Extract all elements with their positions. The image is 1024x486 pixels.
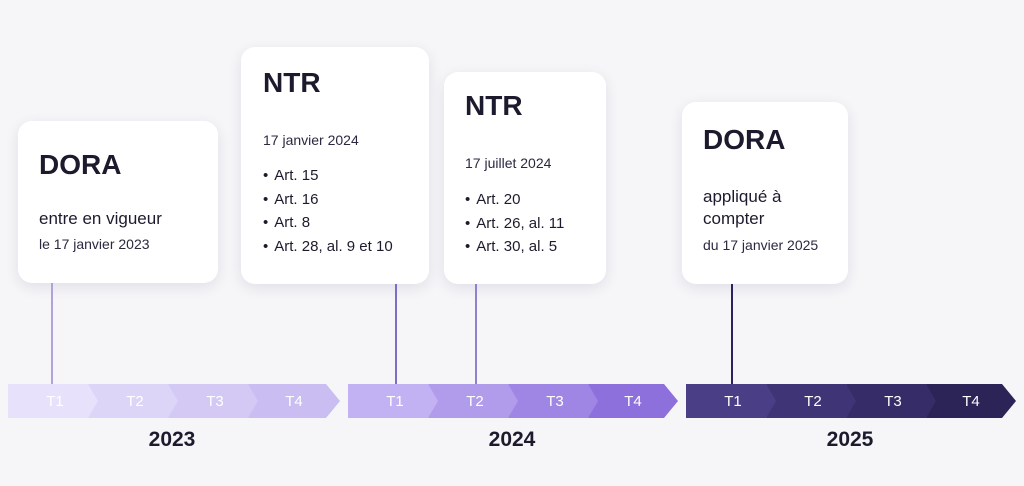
card-date: du 17 janvier 2025 <box>703 237 819 253</box>
card-date: le 17 janvier 2023 <box>39 236 150 252</box>
quarter-2024-t1: T1 <box>348 384 442 418</box>
card-text-line: appliqué à <box>703 187 782 206</box>
article-list: Art. 20 Art. 26, al. 11 Art. 30, al. 5 <box>465 188 564 259</box>
connector-line <box>475 284 477 384</box>
list-item: Art. 16 <box>263 188 393 212</box>
quarter-2025-t3: T3 <box>846 384 940 418</box>
event-card-ntr-jan-2024: NTR 17 janvier 2024 Art. 15 Art. 16 Art.… <box>241 47 429 284</box>
card-title: DORA <box>703 124 786 155</box>
event-card-dora-2023: DORA entre en vigueur le 17 janvier 2023 <box>18 121 218 283</box>
article-list: Art. 15 Art. 16 Art. 8 Art. 28, al. 9 et… <box>263 164 393 259</box>
list-item: Art. 26, al. 11 <box>465 212 564 236</box>
quarter-2023-t3: T3 <box>168 384 262 418</box>
event-card-dora-2025: DORA appliqué à compter du 17 janvier 20… <box>682 102 848 284</box>
card-date: 17 juillet 2024 <box>465 155 552 171</box>
quarter-2024-t2: T2 <box>428 384 522 418</box>
quarter-2023-t2: T2 <box>88 384 182 418</box>
quarter-2024-t4: T4 <box>588 384 678 418</box>
quarter-2025-t2: T2 <box>766 384 860 418</box>
year-label-2025: 2025 <box>826 428 874 451</box>
year-label-2024: 2024 <box>488 428 536 451</box>
list-item: Art. 30, al. 5 <box>465 235 564 259</box>
card-date: 17 janvier 2024 <box>263 132 359 148</box>
list-item: Art. 20 <box>465 188 564 212</box>
connector-line <box>731 284 733 384</box>
quarter-2023-t4: T4 <box>248 384 340 418</box>
card-text: entre en vigueur <box>39 209 162 228</box>
quarter-2024-t3: T3 <box>508 384 602 418</box>
quarter-2025-t4: T4 <box>926 384 1016 418</box>
list-item: Art. 8 <box>263 211 393 235</box>
card-title: NTR <box>465 90 523 121</box>
list-item: Art. 15 <box>263 164 393 188</box>
card-title: NTR <box>263 67 321 98</box>
card-title: DORA <box>39 149 122 180</box>
quarter-2025-t1: T1 <box>686 384 780 418</box>
connector-line <box>395 284 397 384</box>
list-item: Art. 28, al. 9 et 10 <box>263 235 392 259</box>
connector-line <box>51 283 53 384</box>
event-card-ntr-jul-2024: NTR 17 juillet 2024 Art. 20 Art. 26, al.… <box>444 72 606 284</box>
card-text-line: compter <box>703 209 765 228</box>
quarter-2023-t1: T1 <box>8 384 102 418</box>
year-label-2023: 2023 <box>148 428 196 451</box>
